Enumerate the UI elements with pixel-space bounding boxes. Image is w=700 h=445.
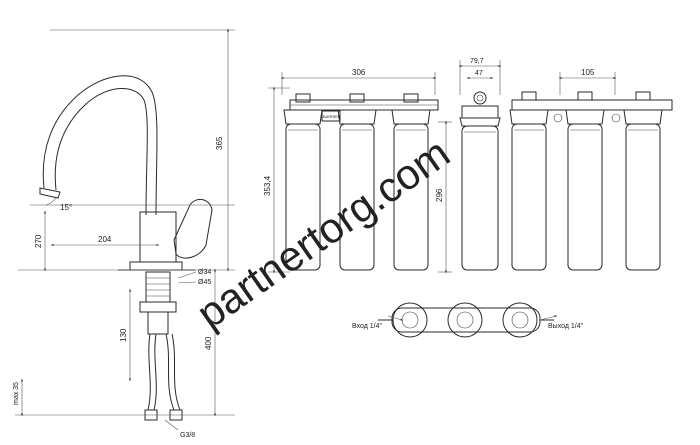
- faucet-hose-right: [165, 333, 175, 411]
- faucet-dim-400: 400: [204, 336, 213, 350]
- side-cartridge: [461, 125, 499, 271]
- filter-cartridge-2: [337, 93, 377, 271]
- side-valve: [473, 91, 487, 105]
- top-inlet-label: Вход 1/4": [352, 323, 383, 330]
- faucet-hose-left: [147, 333, 151, 411]
- rear-cartridge-3: [623, 91, 663, 271]
- filter-brand-label: BARRIER: [323, 114, 341, 119]
- side-dim-47: 47: [475, 70, 483, 77]
- top-manifold: [391, 307, 541, 333]
- top-outlet-label: Выход 1/4": [548, 323, 584, 330]
- rear-dim-105: 105: [581, 68, 595, 77]
- faucet-dim-reach: 204: [98, 235, 112, 244]
- faucet-drawing: 365 15° 204 270 Ø34 Ø45 130 400 max 35 G…: [13, 28, 235, 439]
- faucet-dim-d1: Ø34: [198, 269, 211, 276]
- filter-side-view: 79,7 47: [458, 58, 502, 271]
- faucet-body: [139, 211, 177, 263]
- filter-cartridge-3: [391, 93, 431, 271]
- rear-cartridge-1: [509, 91, 549, 271]
- faucet-shank: [145, 271, 171, 303]
- faucet-dim-thread: G3/8: [180, 432, 195, 439]
- faucet-dim-130: 130: [119, 328, 128, 342]
- faucet-dim-d2: Ø45: [198, 279, 211, 286]
- faucet-dim-spout: 270: [34, 234, 43, 248]
- faucet-spout: [42, 75, 158, 216]
- filter-dim-total-height: 353,4: [263, 175, 272, 196]
- faucet-handle: [173, 198, 213, 259]
- faucet-dim-height: 365: [215, 136, 224, 150]
- watermark-text: partnertorg.com: [188, 129, 458, 338]
- filter-cartridge-1: [283, 93, 323, 271]
- filter-dim-cartridge-height: 296: [435, 188, 444, 202]
- filter-rear-view: 105: [509, 68, 673, 271]
- filter-front-view: 306 353,4 296 B: [263, 68, 452, 274]
- faucet-spout-inner: [54, 87, 148, 216]
- faucet-dim-angle: 15°: [60, 203, 72, 212]
- filter-top-view: Вход 1/4" Выход 1/4": [352, 302, 584, 338]
- rear-cartridge-2: [565, 91, 605, 271]
- faucet-dim-max: max 35: [13, 382, 20, 405]
- filter-dim-width: 306: [352, 68, 366, 77]
- side-dim-79: 79,7: [470, 58, 484, 65]
